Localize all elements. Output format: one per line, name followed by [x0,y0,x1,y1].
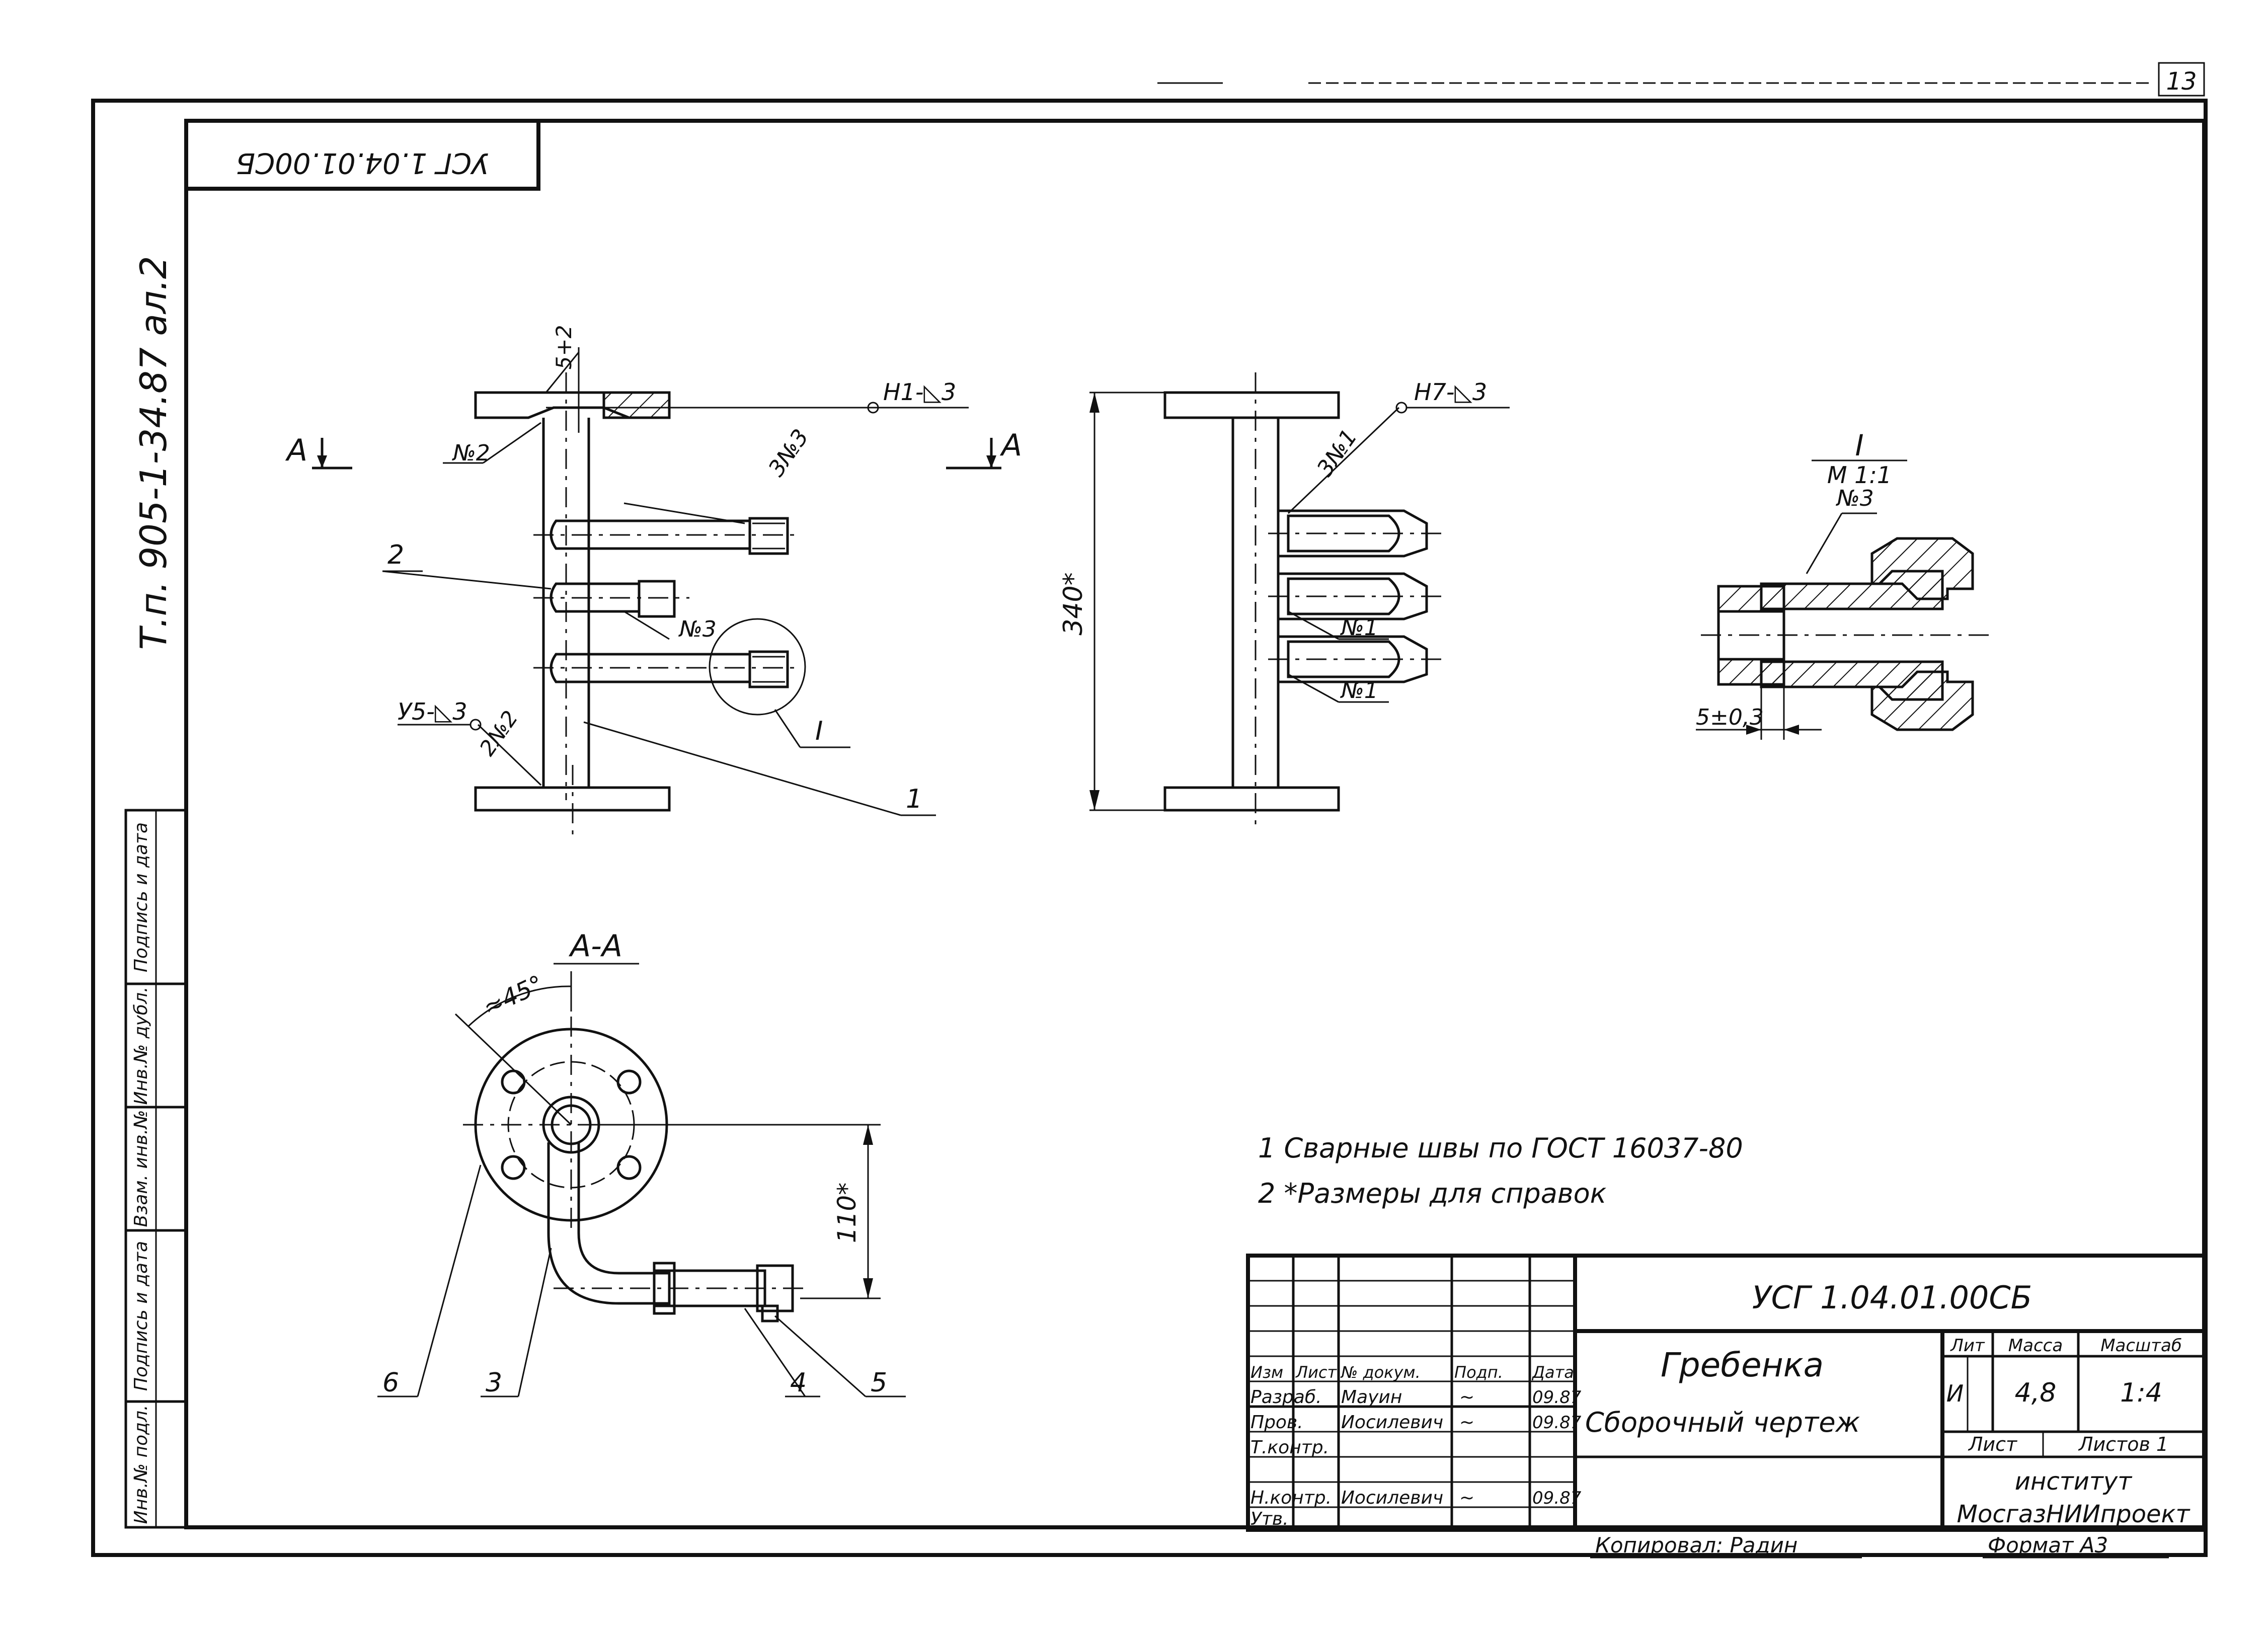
tb-date-prov: 09.87 [1532,1413,1582,1433]
dim-height-340: 340* [1058,572,1088,635]
weld-3no1: 3№1 [1312,425,1362,482]
drawing-frame [91,62,2208,1557]
note-1: 1 Сварные швы по ГОСТ 16037-80 [1258,1132,1743,1164]
section-mark-a-left: А [285,433,307,468]
tb-doc-type: Сборочный чертеж [1585,1407,1860,1438]
dim-angle: ≈45° [479,970,548,1022]
stamp-cell-podpis-1: Подпись и дата [131,1241,151,1391]
tb-header-doc: № докум. [1340,1363,1421,1382]
stamp-cell-inv-podl: Инв.№ подл. [131,1405,151,1524]
tb-sheet-label: Лист [1968,1433,2018,1455]
tb-lit: И [1946,1380,1964,1407]
weld-no1-b: №1 [1340,678,1378,704]
tb-header-date: Дата [1531,1363,1574,1382]
tb-name: Гребенка [1661,1346,1824,1384]
tb-header-list: Лист [1295,1363,1337,1382]
rotated-doc-code: УСГ 1.04.01.00СБ [236,146,489,179]
stamp-cell-podpis-2: Подпись и дата [131,822,151,972]
weld-no2-top: №2 [451,440,490,466]
tb-header-sign: Подп. [1454,1363,1503,1382]
side-stamp [124,809,188,1529]
weld-mark-h7: Н7-◺3 [1414,378,1487,406]
title-block [1246,1254,2206,1532]
tb-header-izm: Изм [1250,1363,1283,1382]
detail-callout-i: I [815,716,823,746]
item-callout-1: 1 [906,784,922,814]
item-callout-4: 4 [790,1368,807,1398]
stamp-cell-inv-dubl: Инв.№ дубл. [131,987,151,1105]
tb-sign-razrab: ~ [1459,1387,1474,1408]
weld-2no2: 2№2 [475,706,523,760]
tb-role-prov: Пров. [1250,1412,1303,1433]
tb-scale-label: Масштаб [2100,1336,2182,1356]
stamp-cell-vzam-inv: Взам. инв.№ [131,1110,151,1227]
tb-lit-label: Лит [1949,1336,1985,1356]
front-view [312,347,1001,835]
tb-org-line1: институт [2015,1467,2133,1496]
item-callout-5: 5 [871,1368,887,1398]
detail-i-view [1696,459,1993,740]
tb-name-razrab: Мауин [1341,1387,1402,1408]
detail-title: I [1855,428,1863,462]
tb-role-utv: Утв. [1250,1509,1289,1529]
tb-sign-nkontr: ~ [1459,1488,1474,1508]
format-label: Формат А3 [1988,1533,2108,1558]
tb-name-nkontr: Иосилевич [1341,1488,1443,1508]
weld-no3-detail: №3 [1835,486,1874,511]
tb-mass: 4,8 [2015,1378,2057,1408]
tb-sheets-label: Листов 1 [2078,1433,2168,1455]
page-number: 13 [2166,67,2197,96]
tb-org-line2: МосгазНИИпроект [1957,1500,2191,1528]
weld-3no3: 3№3 [763,425,814,482]
side-view [1089,372,1510,830]
dim-flange-gap: 5+2 [552,325,576,370]
weld-no1-a: №1 [1340,615,1378,641]
item-callout-2: 2 [387,540,404,570]
tb-name-prov: Иосилевич [1341,1412,1443,1433]
section-mark-a-right: А [999,428,1022,463]
weld-no3-mid: №3 [678,616,717,642]
tb-role-razrab: Разраб. [1250,1387,1321,1408]
tb-date-nkontr: 09.87 [1532,1488,1582,1508]
tb-mass-label: Масса [2008,1336,2063,1356]
dim-detail-gap: 5±0,3 [1696,705,1764,730]
rotated-code-box: УСГ 1.04.01.00СБ [186,121,540,191]
note-2: 2 *Размеры для справок [1258,1178,1607,1209]
dim-offset-110: 110* [832,1183,862,1243]
tb-designation: УСГ 1.04.01.00СБ [1752,1279,2032,1316]
tb-scale: 1:4 [2120,1378,2162,1408]
tb-role-nkontr: Н.контр. [1250,1488,1332,1508]
item-callout-3: 3 [486,1368,502,1398]
item-callout-6: 6 [382,1368,399,1398]
tb-date-razrab: 09.87 [1532,1387,1582,1408]
section-aa-title: А-А [568,928,622,964]
section-aa-view [377,963,906,1397]
weld-mark-y5: У5-◺3 [398,698,467,725]
weld-mark-h1: Н1-◺3 [883,378,956,406]
tb-sign-prov: ~ [1459,1412,1474,1433]
tb-role-tkontr: Т.контр. [1250,1437,1329,1458]
sheet-reference: Т.п. 905-1-34.87 ал.2 [132,256,175,650]
copied-by: Копировал: Радин [1595,1533,1797,1558]
detail-scale: М 1:1 [1827,461,1892,489]
